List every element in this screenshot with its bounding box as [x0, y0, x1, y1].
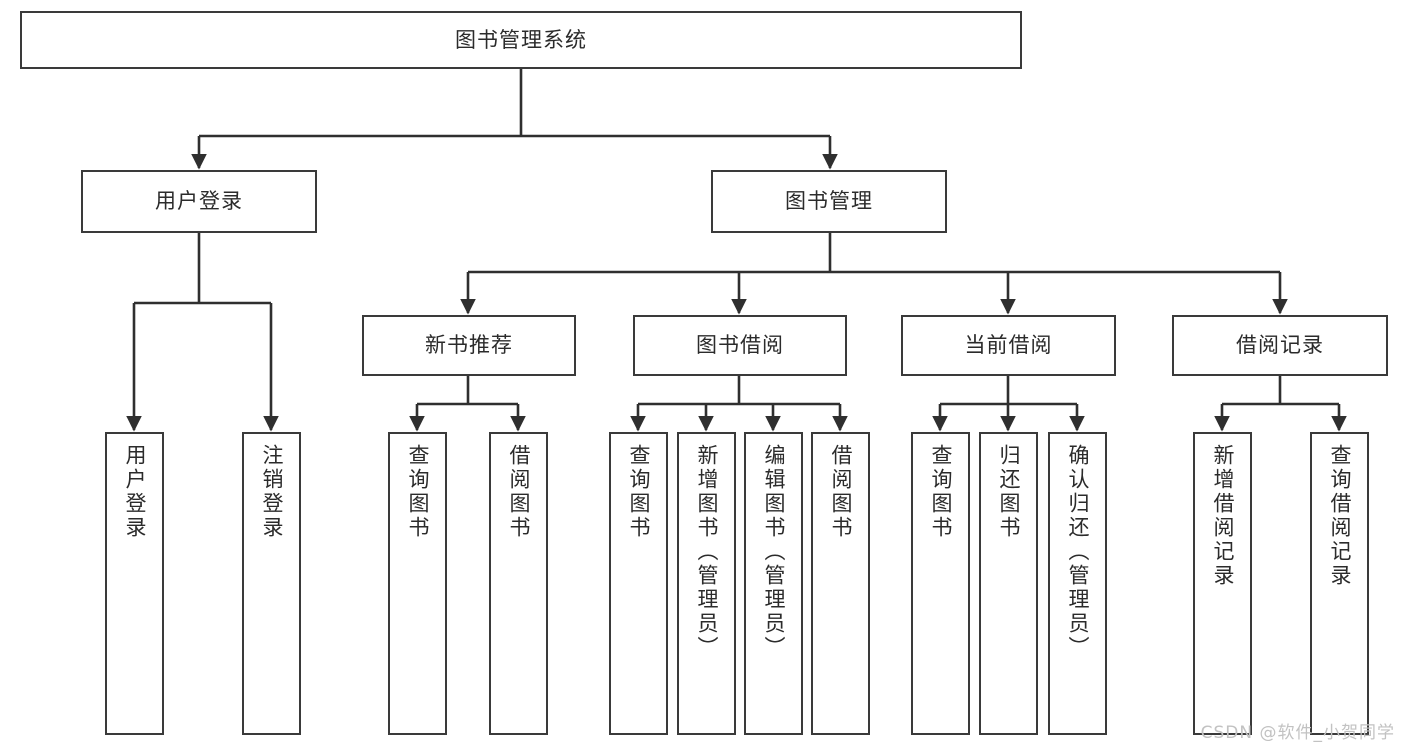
- node-user-login-label: 用户登录: [155, 189, 243, 214]
- node-leaf-return-book-label: 归还图书: [997, 444, 1021, 540]
- node-leaf-logout[interactable]: 注销登录: [242, 432, 301, 735]
- node-leaf-query-book-1-label: 查询图书: [406, 444, 430, 540]
- node-leaf-borrow-book-2-label: 借阅图书: [829, 444, 853, 540]
- node-root[interactable]: 图书管理系统: [20, 11, 1022, 69]
- node-leaf-user-login-label: 用户登录: [123, 444, 147, 540]
- node-current-borrow-label: 当前借阅: [964, 333, 1053, 358]
- node-leaf-return-book[interactable]: 归还图书: [979, 432, 1038, 735]
- node-leaf-query-book-2[interactable]: 查询图书: [609, 432, 668, 735]
- node-user-login[interactable]: 用户登录: [81, 170, 317, 233]
- node-book-borrow[interactable]: 图书借阅: [633, 315, 847, 376]
- node-current-borrow[interactable]: 当前借阅: [901, 315, 1116, 376]
- node-new-book-recommend-label: 新书推荐: [425, 333, 513, 358]
- node-leaf-logout-label: 注销登录: [260, 444, 284, 540]
- node-borrow-record[interactable]: 借阅记录: [1172, 315, 1388, 376]
- node-book-manage-label: 图书管理: [785, 189, 873, 214]
- node-leaf-query-record-label: 查询借阅记录: [1328, 444, 1352, 588]
- node-root-label: 图书管理系统: [455, 27, 587, 52]
- node-leaf-borrow-book-1[interactable]: 借阅图书: [489, 432, 548, 735]
- node-leaf-add-record[interactable]: 新增借阅记录: [1193, 432, 1252, 735]
- watermark: CSDN @软件_小贺同学: [1200, 723, 1395, 743]
- node-leaf-edit-book[interactable]: 编辑图书（管理员）: [744, 432, 803, 735]
- node-leaf-borrow-book-2[interactable]: 借阅图书: [811, 432, 870, 735]
- node-leaf-query-book-1[interactable]: 查询图书: [388, 432, 447, 735]
- node-leaf-query-book-2-label: 查询图书: [627, 444, 651, 540]
- node-leaf-query-book-3-label: 查询图书: [929, 444, 953, 540]
- node-leaf-edit-book-label: 编辑图书（管理员）: [762, 444, 786, 660]
- node-leaf-user-login[interactable]: 用户登录: [105, 432, 164, 735]
- node-leaf-query-book-3[interactable]: 查询图书: [911, 432, 970, 735]
- node-leaf-add-book-label: 新增图书（管理员）: [695, 444, 719, 660]
- node-leaf-add-book[interactable]: 新增图书（管理员）: [677, 432, 736, 735]
- node-book-manage[interactable]: 图书管理: [711, 170, 947, 233]
- node-leaf-query-record[interactable]: 查询借阅记录: [1310, 432, 1369, 735]
- node-borrow-record-label: 借阅记录: [1236, 333, 1324, 358]
- node-new-book-recommend[interactable]: 新书推荐: [362, 315, 576, 376]
- node-leaf-borrow-book-1-label: 借阅图书: [507, 444, 531, 540]
- node-leaf-add-record-label: 新增借阅记录: [1211, 444, 1235, 588]
- node-leaf-confirm-return-label: 确认归还（管理员）: [1066, 444, 1090, 660]
- node-book-borrow-label: 图书借阅: [696, 333, 784, 358]
- node-leaf-confirm-return[interactable]: 确认归还（管理员）: [1048, 432, 1107, 735]
